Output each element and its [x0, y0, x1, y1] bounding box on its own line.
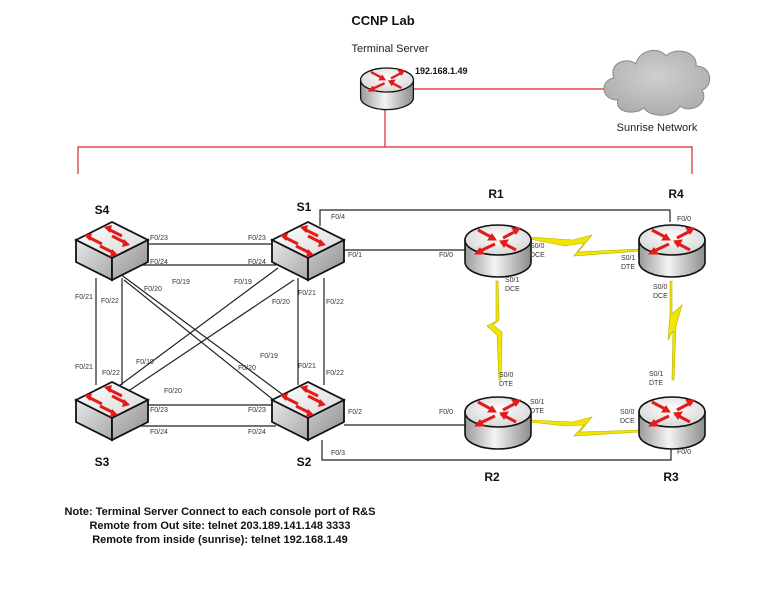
- switch-s2-icon[interactable]: [270, 380, 346, 442]
- port-label: S0/1: [649, 371, 664, 378]
- port-label: F0/0: [439, 252, 453, 259]
- port-label: F0/20: [272, 299, 290, 306]
- cloud-icon[interactable]: [603, 49, 711, 116]
- device-label-s4: S4: [95, 203, 110, 217]
- device-label-s1: S1: [297, 200, 312, 214]
- port-label: F0/21: [75, 364, 93, 371]
- port-labels: F0/23 F0/23 F0/24 F0/24 F0/19 F0/20 F0/1…: [75, 214, 691, 457]
- port-label: F0/19: [136, 359, 154, 366]
- port-label: DTE: [530, 408, 544, 415]
- port-label: S0/1: [505, 277, 520, 284]
- router-r3-icon[interactable]: [637, 395, 707, 451]
- port-label: F0/0: [677, 449, 691, 456]
- port-label: F0/24: [248, 259, 266, 266]
- port-label: F0/19: [260, 353, 278, 360]
- router-r1-icon[interactable]: [463, 223, 533, 279]
- router-r2-icon[interactable]: [463, 395, 533, 451]
- port-label: S0/0: [620, 409, 635, 416]
- port-label: DCE: [620, 418, 635, 425]
- link-s2-r3: [321, 440, 672, 461]
- port-label: F0/3: [331, 450, 345, 457]
- terminal-server-label: Terminal Server: [351, 43, 428, 55]
- port-label: F0/21: [298, 290, 316, 297]
- port-label: S0/0: [530, 243, 545, 250]
- cloud-label: Sunrise Network: [617, 122, 698, 134]
- console-bus: [77, 146, 693, 174]
- serial-r1-r2: [486, 280, 503, 381]
- port-label: F0/24: [150, 429, 168, 436]
- switch-s4-icon[interactable]: [74, 220, 150, 282]
- port-label: F0/22: [101, 298, 119, 305]
- port-label: F0/4: [331, 214, 345, 221]
- port-label: DCE: [505, 286, 520, 293]
- device-label-r1: R1: [488, 187, 504, 201]
- notes-block: Note: Terminal Server Connect to each co…: [40, 505, 400, 547]
- link-s4-s2-f020: [123, 279, 277, 403]
- port-label: DTE: [649, 380, 663, 387]
- port-label: F0/2: [348, 409, 362, 416]
- router-r4-icon[interactable]: [637, 223, 707, 279]
- port-label: S0/1: [530, 399, 545, 406]
- port-label: F0/24: [150, 259, 168, 266]
- port-label: F0/19: [234, 279, 252, 286]
- port-label: F0/24: [248, 429, 266, 436]
- port-label: F0/22: [102, 370, 120, 377]
- serial-links: [486, 234, 683, 437]
- port-label: F0/20: [238, 365, 256, 372]
- link-s1-s3-f019: [99, 267, 279, 401]
- link-s1-r4: [319, 209, 671, 226]
- terminal-server-ip: 192.168.1.49: [415, 66, 468, 76]
- port-label: DTE: [621, 264, 635, 271]
- note-line: Note: Terminal Server Connect to each co…: [64, 506, 376, 518]
- switch-s3-icon[interactable]: [74, 380, 150, 442]
- port-label: F0/23: [248, 407, 266, 414]
- serial-r4-r3: [667, 280, 683, 381]
- port-label: F0/1: [348, 252, 362, 259]
- port-label: S0/1: [621, 255, 636, 262]
- device-label-s2: S2: [297, 455, 312, 469]
- device-label-r2: R2: [484, 470, 500, 484]
- port-label: F0/20: [144, 286, 162, 293]
- device-label-r4: R4: [668, 187, 684, 201]
- port-label: F0/19: [172, 279, 190, 286]
- port-label: F0/0: [439, 409, 453, 416]
- serial-r1-r4: [529, 234, 641, 257]
- note-line: Remote from inside (sunrise): telnet 192…: [92, 534, 348, 546]
- port-label: F0/23: [248, 235, 266, 242]
- port-label: F0/21: [298, 363, 316, 370]
- terminal-server-router-icon[interactable]: [359, 66, 415, 111]
- port-label: F0/22: [326, 370, 344, 377]
- port-label: F0/0: [677, 216, 691, 223]
- device-label-s3: S3: [95, 455, 110, 469]
- note-line: Remote from Out site: telnet 203.189.141…: [89, 520, 351, 532]
- port-label: DCE: [653, 293, 668, 300]
- port-label: F0/23: [150, 407, 168, 414]
- port-label: DTE: [499, 381, 513, 388]
- port-label: S0/0: [499, 372, 514, 379]
- port-label: F0/22: [326, 299, 344, 306]
- port-label: F0/23: [150, 235, 168, 242]
- switch-s1-icon[interactable]: [270, 220, 346, 282]
- port-label: F0/21: [75, 294, 93, 301]
- port-label: F0/20: [164, 388, 182, 395]
- console-lines: [77, 88, 693, 174]
- port-label: S0/0: [653, 284, 668, 291]
- port-label: DCE: [530, 252, 545, 259]
- device-label-r3: R3: [663, 470, 679, 484]
- link-s4-s2-f019: [111, 267, 291, 401]
- diagram-title: CCNP Lab: [351, 13, 414, 28]
- link-s1-s3-f020: [111, 279, 295, 403]
